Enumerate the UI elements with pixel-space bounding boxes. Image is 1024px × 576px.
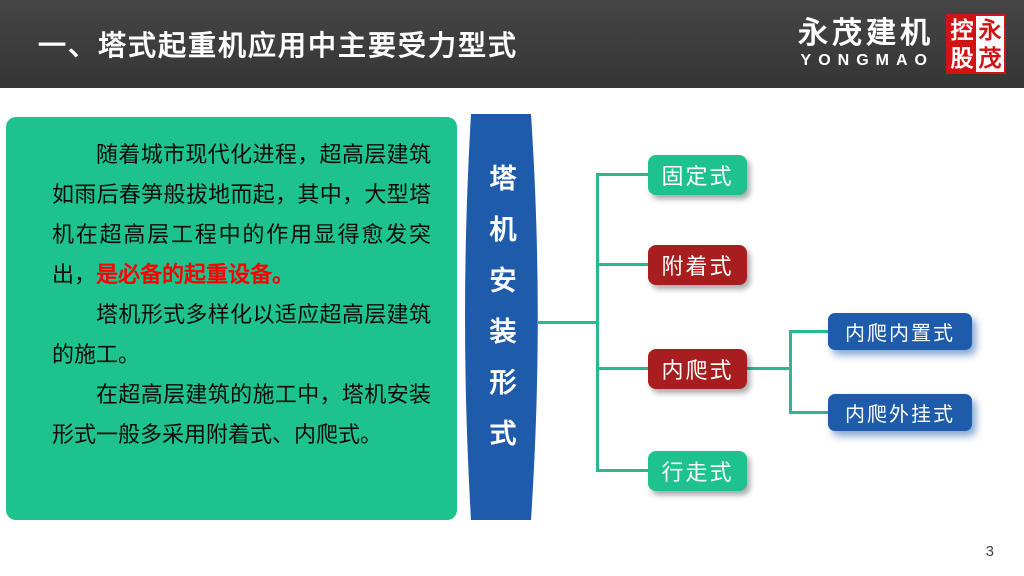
diagram-root-label: 塔机安装形式 [485,164,516,470]
intro-paragraph-1: 随着城市现代化进程，超高层建筑如雨后春笋般拔地而起，其中，大型塔机在超高层工程中… [52,135,431,295]
node-attached-type: 附着式 [648,245,747,285]
connector-to-fixed [596,173,648,176]
intro-paragraph-1-text: 随着城市现代化进程，超高层建筑如雨后春笋般拔地而起，其中，大型塔机在超高层工程中… [52,142,431,287]
diagram-root-banner: 塔机安装形式 [461,114,541,520]
node-outer-hung-climbing: 内爬外挂式 [828,394,972,431]
banner-shape [465,114,538,520]
node-inner-placed-climbing: 内爬内置式 [828,313,972,350]
seal-char: 股 [948,44,976,72]
connector-banner-trunk [538,321,596,324]
company-logo: 永茂建机 YONGMAO 控 永 股 茂 [798,14,1006,74]
logo-company-name: 永茂建机 [798,17,934,50]
connector-to-walking [596,469,648,472]
intro-text-panel: 随着城市现代化进程，超高层建筑如雨后春笋般拔地而起，其中，大型塔机在超高层工程中… [6,117,457,520]
node-fixed-type: 固定式 [648,155,747,195]
logo-text: 永茂建机 YONGMAO [798,17,934,71]
page-number: 3 [985,543,994,560]
seal-char: 控 [948,16,976,44]
connector-to-climbing [596,367,648,370]
connector-to-inner-placed [789,330,828,333]
connector-trunk [596,174,599,472]
intro-paragraph-1-emphasis: 是必备的起重设备。 [96,262,295,287]
seal-char: 永 [976,16,1004,44]
logo-company-romanized: YONGMAO [800,52,934,69]
intro-paragraph-3: 在超高层建筑的施工中，塔机安装形式一般多采用附着式、内爬式。 [52,382,431,447]
company-seal-icon: 控 永 股 茂 [946,14,1006,74]
connector-climbing-branch [747,367,790,370]
seal-char: 茂 [976,44,1004,72]
intro-paragraph-2: 塔机形式多样化以适应超高层建筑的施工。 [52,302,431,367]
connector-subtrunk [789,331,792,413]
header-bar: 一、塔式起重机应用中主要受力型式 永茂建机 YONGMAO 控 永 股 茂 [0,0,1024,88]
connector-to-attached [596,263,648,266]
node-climbing-type: 内爬式 [648,349,747,389]
node-walking-type: 行走式 [648,451,747,491]
slide-title: 一、塔式起重机应用中主要受力型式 [38,30,519,61]
connector-to-outer-hung [789,411,828,414]
